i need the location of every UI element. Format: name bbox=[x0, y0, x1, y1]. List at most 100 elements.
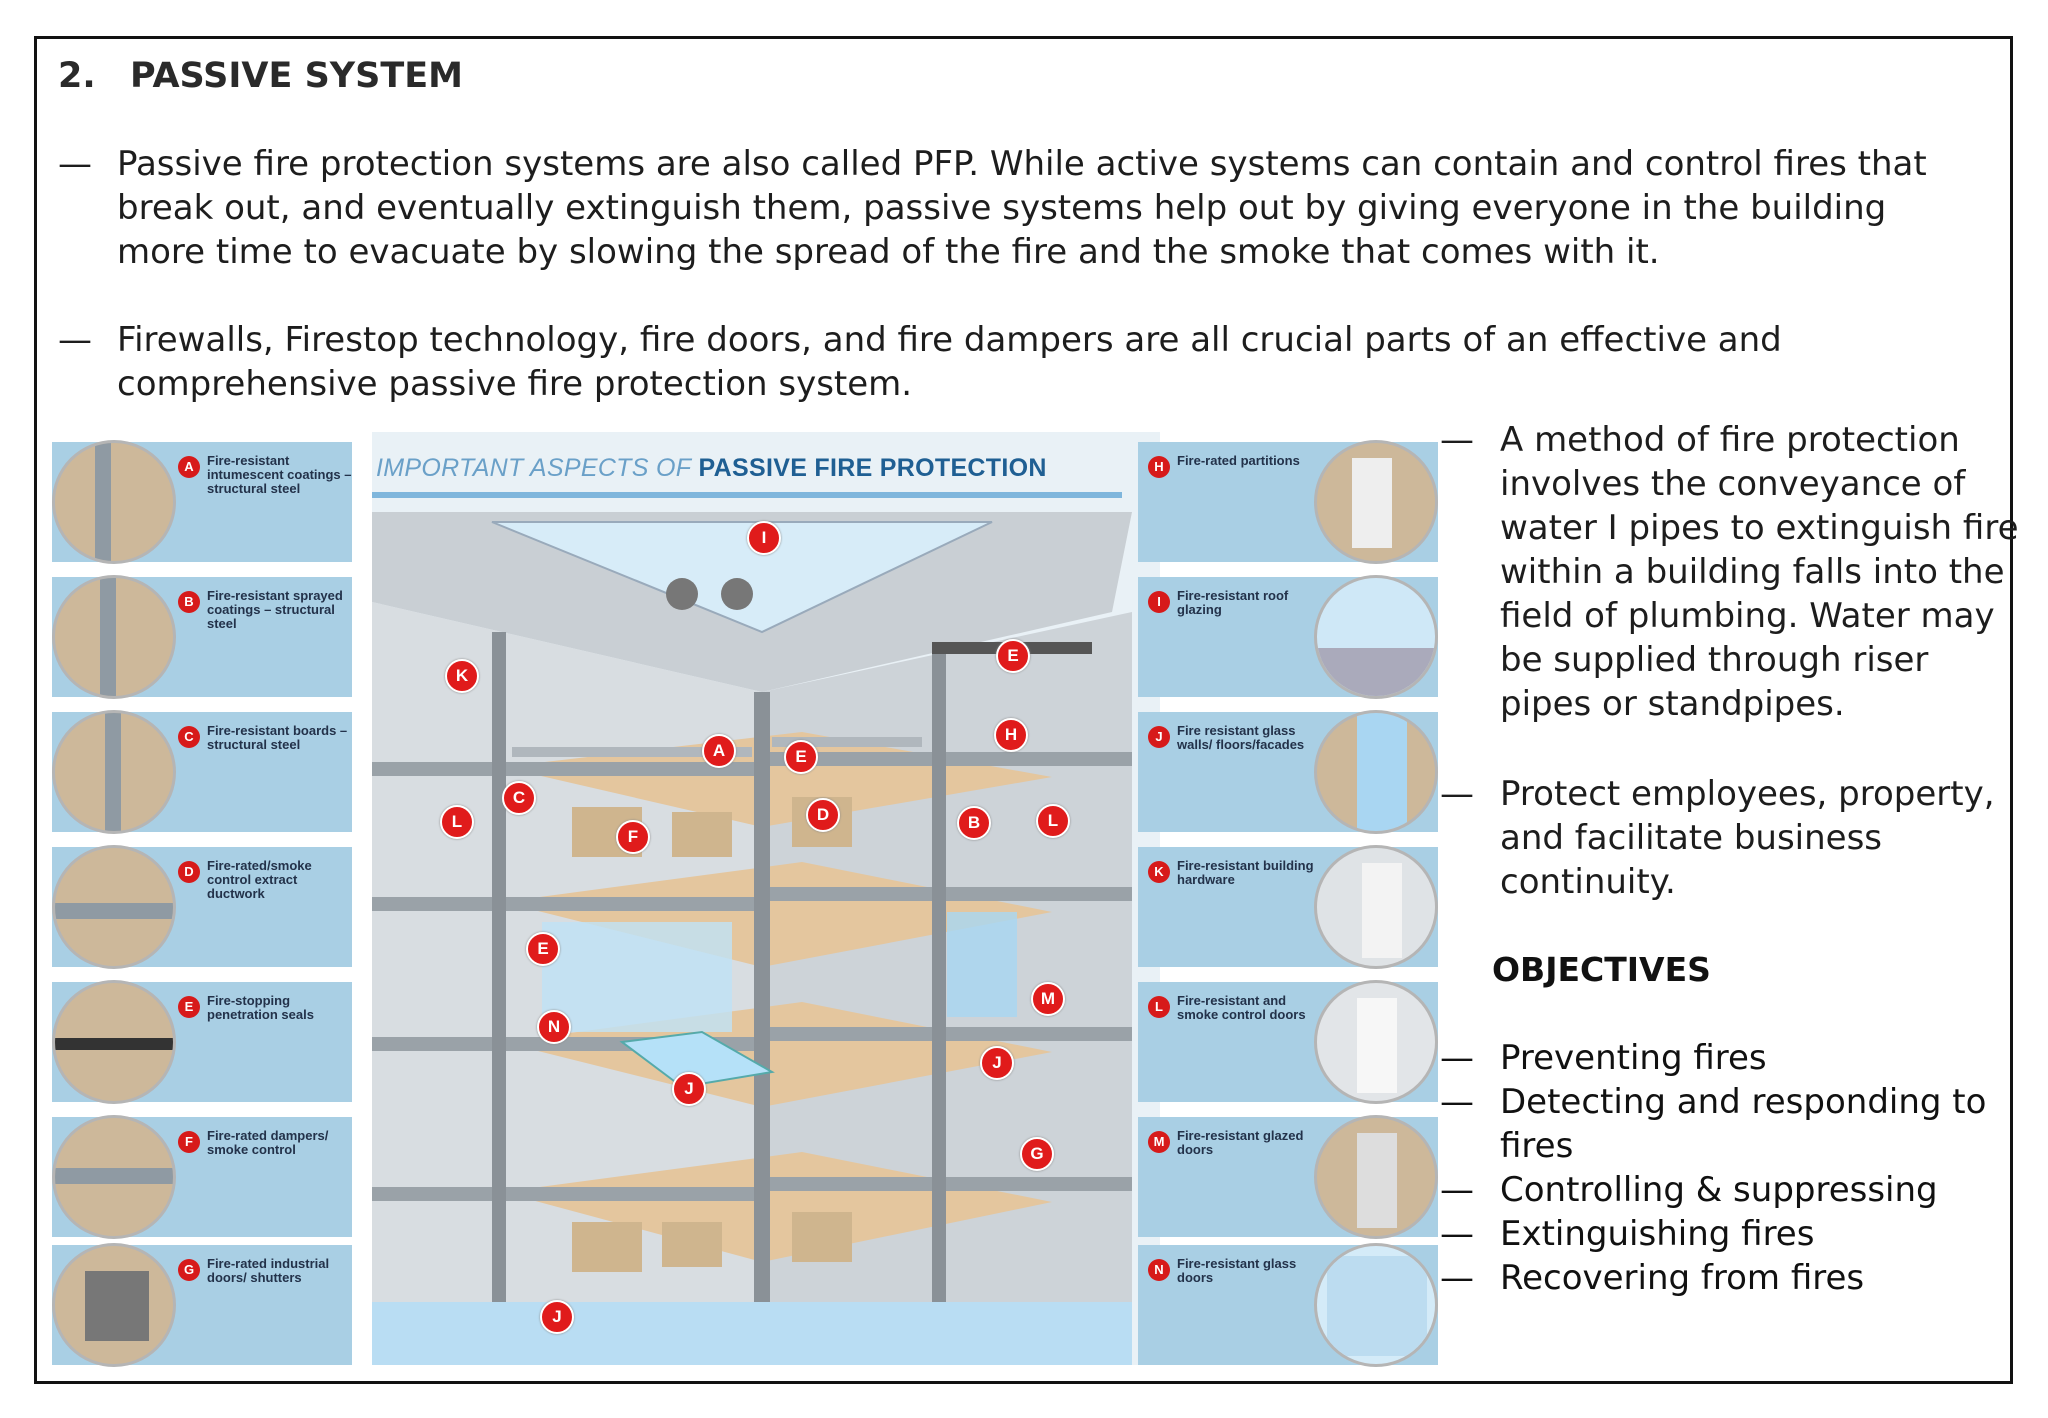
building-cutaway-illustration: IMPORTANT ASPECTS OF PASSIVE FIRE PROTEC… bbox=[372, 432, 1160, 1365]
infographic-title-bold: PASSIVE FIRE PROTECTION bbox=[698, 454, 1047, 482]
aspect-card-g: G Fire-rated industrial doors/ shutters bbox=[52, 1243, 352, 1367]
aspect-card-c: C Fire-resistant boards – structural ste… bbox=[52, 710, 352, 834]
aspect-thumbnail bbox=[52, 440, 176, 564]
objective-item: —Detecting and responding to fires bbox=[1440, 1080, 2020, 1168]
bullet-dash: — bbox=[1440, 1082, 1474, 1122]
objective-text: Recovering from fires bbox=[1500, 1258, 1865, 1298]
bullet-dash: — bbox=[1440, 1038, 1474, 1078]
aspect-thumbnail bbox=[1314, 575, 1438, 699]
aspect-label: Fire-rated partitions bbox=[1177, 453, 1300, 468]
aspect-thumbnail bbox=[52, 845, 176, 969]
aspect-thumbnail bbox=[1314, 1115, 1438, 1239]
paragraph-text: Firewalls, Firestop technology, fire doo… bbox=[117, 320, 1782, 404]
aspect-thumbnail bbox=[1314, 1243, 1438, 1367]
aspect-thumbnail bbox=[1314, 440, 1438, 564]
paragraph-pfp-intro: — Passive fire protection systems are al… bbox=[58, 142, 1978, 274]
callout-marker: E bbox=[996, 639, 1030, 673]
aspect-card-e: E Fire-stopping penetration seals bbox=[52, 980, 352, 1104]
callout-marker: J bbox=[980, 1046, 1014, 1080]
infographic-title: IMPORTANT ASPECTS OF PASSIVE FIRE PROTEC… bbox=[376, 454, 1047, 483]
infographic-title-light: IMPORTANT ASPECTS OF bbox=[376, 454, 692, 482]
letter-badge: F bbox=[178, 1131, 200, 1153]
callout-marker: F bbox=[616, 820, 650, 854]
objective-text: Controlling & suppressing bbox=[1500, 1170, 1938, 1210]
section-title: PASSIVE SYSTEM bbox=[130, 56, 463, 96]
callout-marker: M bbox=[1031, 982, 1065, 1016]
paragraph-text: Protect employees, property, and facilit… bbox=[1500, 774, 1995, 902]
letter-badge: G bbox=[178, 1259, 200, 1281]
callout-marker: D bbox=[806, 798, 840, 832]
letter-badge: D bbox=[178, 861, 200, 883]
document-frame bbox=[34, 36, 2013, 1384]
bullet-dash: — bbox=[1440, 420, 1474, 460]
objective-text: Preventing fires bbox=[1500, 1038, 1767, 1078]
aspect-label: Fire-resistant roof glazing bbox=[1177, 588, 1289, 617]
aspect-card-k: K Fire-resistant building hardware bbox=[1138, 845, 1438, 969]
callout-marker: K bbox=[445, 659, 479, 693]
aspect-label: Fire-resistant boards – structural steel bbox=[207, 723, 348, 752]
aspect-card-i: I Fire-resistant roof glazing bbox=[1138, 575, 1438, 699]
bullet-dash: — bbox=[58, 144, 92, 184]
letter-badge: J bbox=[1148, 726, 1170, 748]
aspect-label: Fire-resistant building hardware bbox=[1177, 858, 1314, 887]
aspect-card-f: F Fire-rated dampers/ smoke control bbox=[52, 1115, 352, 1239]
bullet-dash: — bbox=[58, 320, 92, 360]
aspect-card-n: N Fire-resistant glass doors bbox=[1138, 1243, 1438, 1367]
aspect-label: Fire-stopping penetration seals bbox=[207, 993, 314, 1022]
paragraph-text: Passive fire protection systems are also… bbox=[117, 144, 1927, 272]
aspect-card-d: D Fire-rated/smoke control extract ductw… bbox=[52, 845, 352, 969]
objective-item: —Extinguishing fires bbox=[1440, 1212, 2020, 1256]
callout-marker: E bbox=[784, 740, 818, 774]
section-number: 2. bbox=[58, 56, 96, 96]
paragraph-water-protection: — A method of fire protection involves t… bbox=[1440, 418, 2020, 726]
callout-marker: J bbox=[672, 1072, 706, 1106]
letter-badge: H bbox=[1148, 456, 1170, 478]
aspect-thumbnail bbox=[52, 1115, 176, 1239]
aspect-label: Fire-resistant sprayed coatings – struct… bbox=[207, 588, 343, 631]
aspect-card-j: J Fire resistant glass walls/ floors/fac… bbox=[1138, 710, 1438, 834]
letter-badge: A bbox=[178, 456, 200, 478]
callout-marker: C bbox=[502, 781, 536, 815]
aspect-thumbnail bbox=[1314, 980, 1438, 1104]
letter-badge: N bbox=[1148, 1259, 1170, 1281]
aspect-label: Fire-rated/smoke control extract ductwor… bbox=[207, 858, 312, 901]
aspect-label: Fire-resistant intumescent coatings – st… bbox=[207, 453, 352, 496]
paragraph-text: A method of fire protection involves the… bbox=[1500, 420, 2019, 724]
letter-badge: L bbox=[1148, 996, 1170, 1018]
paragraph-protect-employees: — Protect employees, property, and facil… bbox=[1440, 772, 2020, 904]
bullet-dash: — bbox=[1440, 1170, 1474, 1210]
aspect-thumbnail bbox=[1314, 710, 1438, 834]
letter-badge: B bbox=[178, 591, 200, 613]
letter-badge: K bbox=[1148, 861, 1170, 883]
callout-marker: G bbox=[1020, 1137, 1054, 1171]
letter-badge: M bbox=[1148, 1131, 1170, 1153]
aspect-label: Fire-resistant glass doors bbox=[1177, 1256, 1297, 1285]
aspect-label: Fire-resistant glazed doors bbox=[1177, 1128, 1304, 1157]
letter-badge: C bbox=[178, 726, 200, 748]
aspect-thumbnail bbox=[52, 575, 176, 699]
aspect-thumbnail bbox=[1314, 845, 1438, 969]
callout-marker: N bbox=[537, 1010, 571, 1044]
aspect-label: Fire-rated dampers/ smoke control bbox=[207, 1128, 329, 1157]
objective-item: — Preventing fires bbox=[1440, 1036, 2020, 1080]
letter-badge: I bbox=[1148, 591, 1170, 613]
aspect-label: Fire-resistant and smoke control doors bbox=[1177, 993, 1306, 1022]
section-heading: 2. PASSIVE SYSTEM bbox=[58, 56, 463, 96]
aspect-card-m: M Fire-resistant glazed doors bbox=[1138, 1115, 1438, 1239]
callout-marker: E bbox=[526, 932, 560, 966]
bullet-dash: — bbox=[1440, 774, 1474, 814]
callout-marker: H bbox=[994, 718, 1028, 752]
aspect-card-a: A Fire-resistant intumescent coatings – … bbox=[52, 440, 352, 564]
aspect-thumbnail bbox=[52, 1243, 176, 1367]
objective-item: — Controlling & suppressing bbox=[1440, 1168, 2020, 1212]
letter-badge: E bbox=[178, 996, 200, 1018]
bullet-dash: — bbox=[1440, 1258, 1474, 1298]
callout-marker: B bbox=[957, 806, 991, 840]
callout-marker: I bbox=[747, 521, 781, 555]
paragraph-pfp-parts: — Firewalls, Firestop technology, fire d… bbox=[58, 318, 1978, 406]
title-underline bbox=[372, 492, 1122, 498]
objectives-heading: OBJECTIVES bbox=[1492, 950, 1711, 989]
aspect-thumbnail bbox=[52, 980, 176, 1104]
aspect-card-b: B Fire-resistant sprayed coatings – stru… bbox=[52, 575, 352, 699]
aspect-card-h: H Fire-rated partitions bbox=[1138, 440, 1438, 564]
